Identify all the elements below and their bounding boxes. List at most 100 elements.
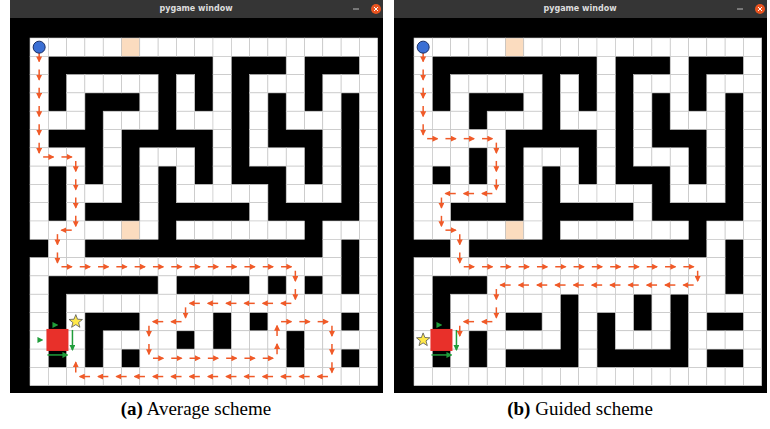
maze-cell <box>725 331 743 349</box>
maze-cell <box>634 203 652 221</box>
maze-cell <box>634 38 652 56</box>
path-arrow <box>331 362 333 372</box>
maze-cell <box>359 184 377 202</box>
maze-cell <box>743 111 761 129</box>
maze-cell <box>341 367 359 385</box>
maze-cell <box>451 166 469 184</box>
maze-cell <box>30 166 48 184</box>
path-arrow <box>628 266 638 268</box>
maze-cell <box>305 258 323 276</box>
maze-cell <box>652 148 670 166</box>
maze-cell <box>359 111 377 129</box>
maze-cell <box>30 184 48 202</box>
maze-cell <box>268 38 286 56</box>
maze-cell <box>140 93 158 111</box>
path-arrow <box>153 321 163 323</box>
maze-cell <box>67 294 85 312</box>
maze-cell <box>286 111 304 129</box>
path-arrow <box>537 266 547 268</box>
maze-cell <box>689 294 707 312</box>
maze-cell <box>323 130 341 148</box>
maze-cell <box>195 331 213 349</box>
maze-cell <box>414 331 432 349</box>
path-arrow <box>38 69 40 79</box>
maze-cell <box>286 148 304 166</box>
path-arrow <box>496 161 498 171</box>
path-arrow <box>171 321 181 323</box>
path-arrow <box>226 266 236 268</box>
maze-cell <box>725 294 743 312</box>
maze-cell <box>30 331 48 349</box>
maze-cell <box>359 331 377 349</box>
maze-cell <box>195 111 213 129</box>
maze-cell <box>689 184 707 202</box>
maze-cell <box>359 239 377 257</box>
maze-cell <box>323 239 341 257</box>
maze-cell <box>30 294 48 312</box>
maze-cell <box>231 221 249 239</box>
maze-cell <box>286 184 304 202</box>
path-arrow <box>555 266 565 268</box>
maze-cell <box>323 221 341 239</box>
maze-cell <box>451 367 469 385</box>
start-agent <box>33 41 45 53</box>
maze-cell <box>743 313 761 331</box>
path-arrow <box>299 376 309 378</box>
maze-cell <box>250 93 268 111</box>
path-arrow <box>153 266 163 268</box>
maze-cell <box>670 367 688 385</box>
path-arrow <box>574 284 584 286</box>
maze-cell <box>103 111 121 129</box>
maze-cell <box>250 331 268 349</box>
maze-cell <box>195 184 213 202</box>
maze-cell <box>579 313 597 331</box>
path-arrow <box>208 376 218 378</box>
maze-cell <box>85 221 103 239</box>
maze-cell <box>305 294 323 312</box>
path-arrow <box>226 358 236 360</box>
maze-cell <box>213 221 231 239</box>
maze-cell <box>634 75 652 93</box>
maze-cell <box>305 38 323 56</box>
path-arrow <box>500 284 510 286</box>
path-arrow <box>185 307 187 317</box>
path-arrow <box>61 229 71 231</box>
maze-cell <box>597 38 615 56</box>
path-arrow <box>75 179 77 189</box>
maze-cell <box>743 203 761 221</box>
path-arrow <box>171 376 181 378</box>
maze-cell <box>743 367 761 385</box>
maze-cell <box>359 148 377 166</box>
maze-cell <box>487 75 505 93</box>
maze-cell <box>542 294 560 312</box>
path-arrow <box>135 266 145 268</box>
maze-cell <box>305 331 323 349</box>
maze-cell <box>579 184 597 202</box>
path-arrow <box>464 321 474 323</box>
maze-cell <box>743 184 761 202</box>
path-arrow <box>592 284 602 286</box>
path-arrow <box>441 198 443 208</box>
maze-cell <box>615 313 633 331</box>
maze-cell <box>176 148 194 166</box>
maze-cell <box>597 111 615 129</box>
caption-tag: (a) <box>121 398 143 419</box>
maze-cell <box>597 294 615 312</box>
maze-cell <box>140 148 158 166</box>
maze-cell <box>542 367 560 385</box>
path-arrow <box>276 344 278 354</box>
maze-cell <box>469 75 487 93</box>
maze-cell <box>707 331 725 349</box>
path-arrow <box>75 161 77 171</box>
maze-cell <box>634 367 652 385</box>
maze-cell <box>743 148 761 166</box>
maze-cell <box>268 148 286 166</box>
maze-cell <box>707 93 725 111</box>
path-arrow <box>592 266 602 268</box>
maze-cell <box>286 75 304 93</box>
goal-square <box>430 329 452 351</box>
path-arrow <box>610 266 620 268</box>
path-arrow <box>281 376 291 378</box>
maze-cell <box>579 367 597 385</box>
maze-cell <box>359 349 377 367</box>
